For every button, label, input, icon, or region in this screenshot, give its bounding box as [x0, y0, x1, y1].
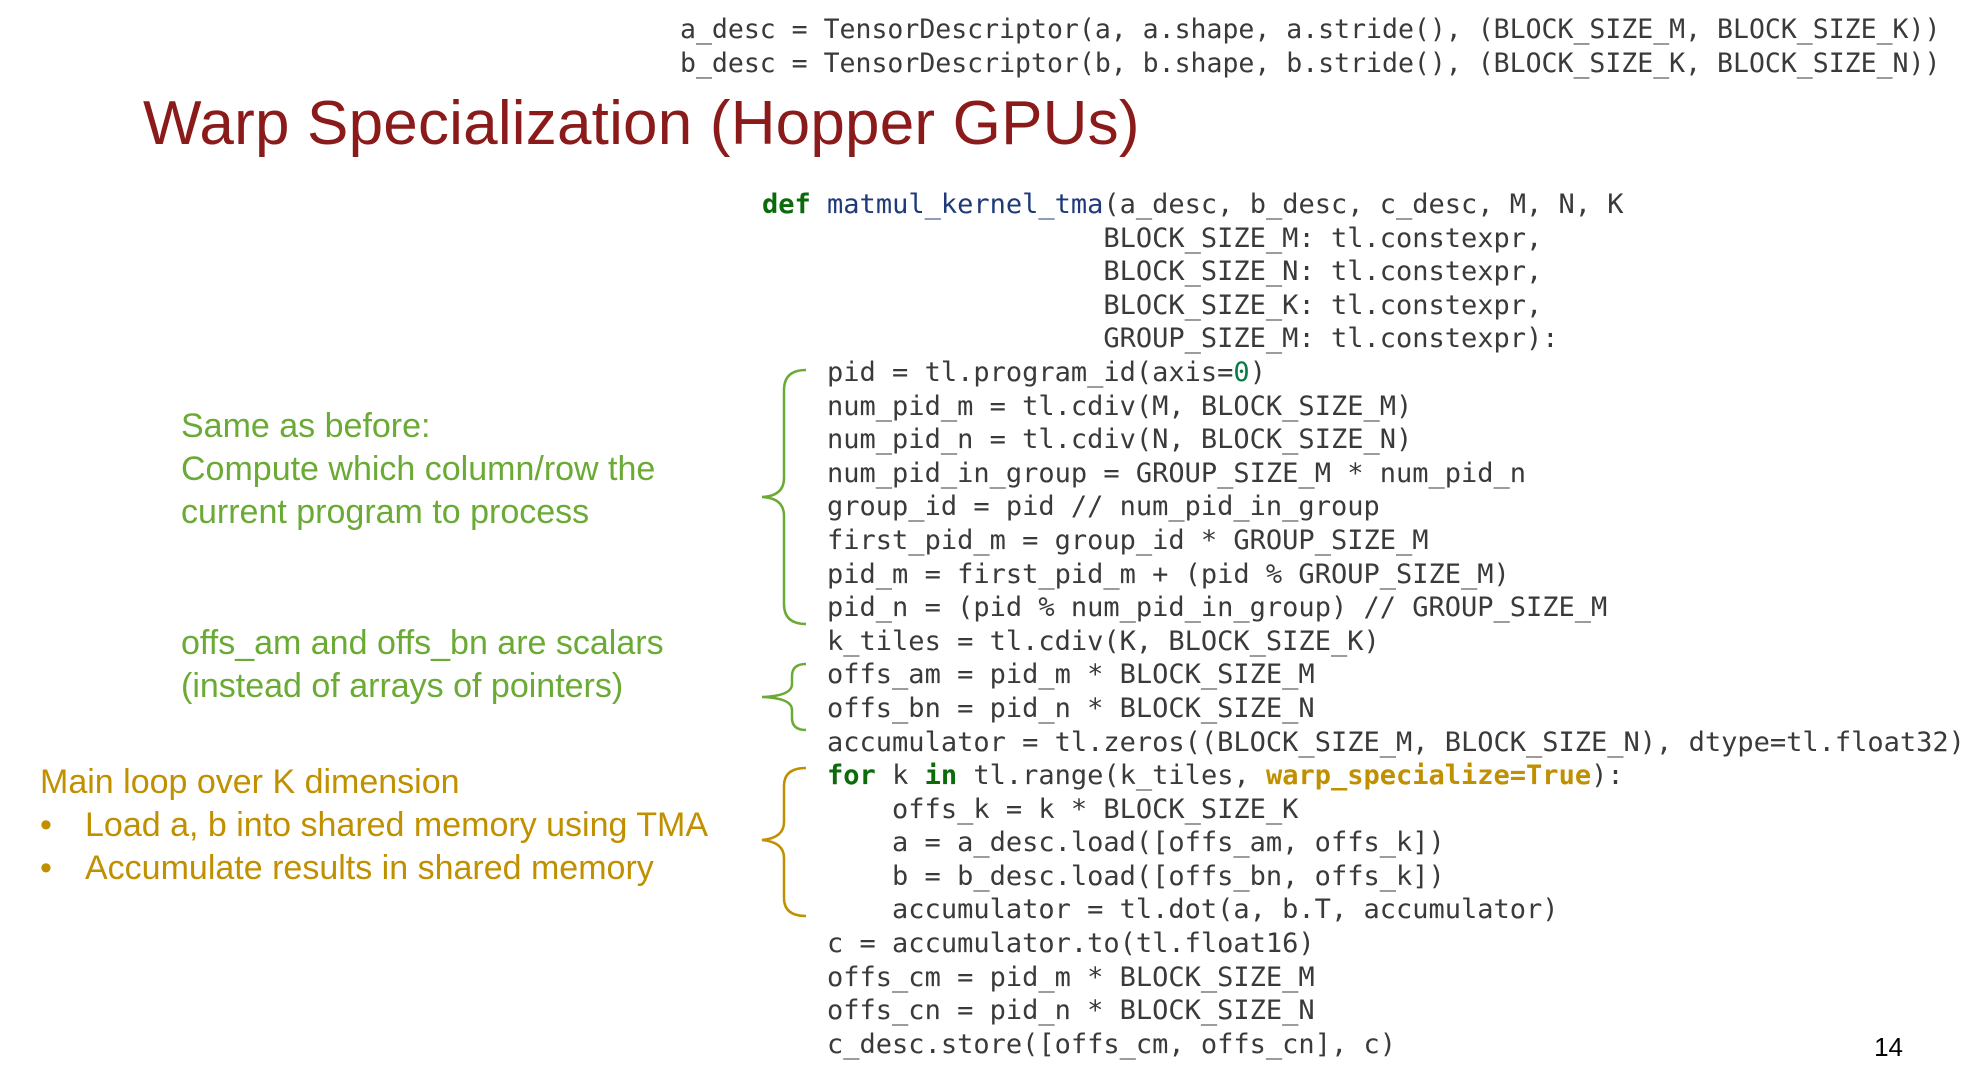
annotation-same-as-before: Same as before: Compute which column/row…: [181, 405, 655, 534]
code-line: k_tiles = tl.cdiv(K, BLOCK_SIZE_K): [827, 625, 1380, 657]
code-line: offs_k = k * BLOCK_SIZE_K: [892, 793, 1299, 825]
code-line: a_desc = TensorDescriptor(a, a.shape, a.…: [680, 14, 1941, 45]
signature: (a_desc, b_desc, c_desc, M, N, K: [1103, 189, 1624, 220]
annotation-main-loop: Main loop over K dimension •Load a, b in…: [40, 761, 708, 890]
note-line: offs_am and offs_bn are scalars: [181, 624, 664, 662]
page-number: 14: [1874, 1032, 1903, 1062]
bullet-item: •Accumulate results in shared memory: [40, 847, 708, 890]
bullet-marker: •: [40, 849, 52, 887]
code-line: offs_am = pid_m * BLOCK_SIZE_M: [827, 659, 1315, 691]
warp-specialize-highlight: warp_specialize=True: [1265, 760, 1592, 792]
code-line-def: def matmul_kernel_tma(a_desc, b_desc, c_…: [762, 188, 1965, 222]
in-keyword: in: [924, 760, 958, 792]
bullet-item: •Load a, b into shared memory using TMA: [40, 804, 708, 847]
for-keyword: for: [827, 760, 876, 792]
code-line: offs_cn = pid_n * BLOCK_SIZE_N: [827, 995, 1315, 1027]
kernel-code-block: def matmul_kernel_tma(a_desc, b_desc, c_…: [762, 188, 1965, 1061]
note-line: (instead of arrays of pointers): [181, 667, 624, 705]
note-heading: Main loop over K dimension: [40, 763, 460, 801]
code-line: b_desc = TensorDescriptor(b, b.shape, b.…: [680, 47, 1941, 79]
brace-offsets: [761, 662, 807, 732]
note-line: current program to process: [181, 493, 590, 531]
bullet-marker: •: [40, 806, 52, 844]
code-line: pid = tl.program_id(axis=0): [827, 356, 1266, 388]
note-line: Compute which column/row the: [181, 450, 656, 488]
code-line-for: for k in tl.range(k_tiles, warp_speciali…: [827, 760, 1624, 792]
annotation-scalar-offsets: offs_am and offs_bn are scalars (instead…: [181, 622, 664, 708]
number-literal: 0: [1233, 356, 1250, 388]
code-line: a = a_desc.load([offs_am, offs_k]): [892, 827, 1445, 859]
note-line: Same as before:: [181, 407, 431, 445]
code-line: num_pid_in_group = GROUP_SIZE_M * num_pi…: [827, 457, 1527, 489]
braces-overlay: [761, 368, 807, 918]
code-line: num_pid_n = tl.cdiv(N, BLOCK_SIZE_N): [827, 424, 1413, 456]
code-line: b = b_desc.load([offs_bn, offs_k]): [892, 860, 1445, 892]
slide-title: Warp Specialization (Hopper GPUs): [143, 89, 1140, 158]
code-line: offs_cm = pid_m * BLOCK_SIZE_M: [827, 961, 1315, 993]
code-line: first_pid_m = group_id * GROUP_SIZE_M: [827, 524, 1429, 556]
code-line: accumulator = tl.zeros((BLOCK_SIZE_M, BL…: [827, 726, 1965, 758]
code-line: group_id = pid // num_pid_in_group: [827, 491, 1380, 523]
code-line: offs_bn = pid_n * BLOCK_SIZE_N: [827, 692, 1315, 724]
top-code-block: a_desc = TensorDescriptor(a, a.shape, a.…: [680, 13, 1940, 80]
code-line: pid_m = first_pid_m + (pid % GROUP_SIZE_…: [827, 558, 1510, 590]
brace-main-loop: [761, 766, 807, 918]
code-line: c = accumulator.to(tl.float16): [827, 928, 1315, 960]
code-line: GROUP_SIZE_M: tl.constexpr):: [1103, 323, 1559, 355]
code-line: BLOCK_SIZE_N: tl.constexpr,: [1103, 256, 1543, 288]
code-line: BLOCK_SIZE_M: tl.constexpr,: [1103, 222, 1543, 254]
code-line: BLOCK_SIZE_K: tl.constexpr,: [1103, 289, 1543, 321]
code-line: c_desc.store([offs_cm, offs_cn], c): [827, 1028, 1396, 1060]
code-line: pid_n = (pid % num_pid_in_group) // GROU…: [827, 592, 1608, 624]
function-name: matmul_kernel_tma: [827, 189, 1104, 220]
code-line: accumulator = tl.dot(a, b.T, accumulator…: [892, 894, 1559, 926]
def-keyword: def: [762, 189, 811, 220]
brace-index-computation: [761, 368, 807, 626]
code-line: num_pid_m = tl.cdiv(M, BLOCK_SIZE_M): [827, 390, 1413, 422]
